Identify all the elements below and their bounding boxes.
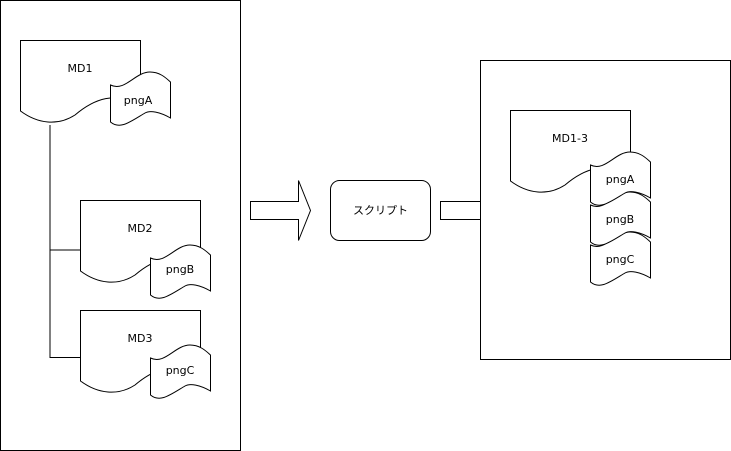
attachment-label: pngB [166,263,194,276]
attachment-label: pngA [124,94,153,107]
output-attachment-pnga: pngA [590,151,651,206]
document-label: MD1-3 [552,132,588,145]
document-md1-3: MD1-3 [510,110,631,193]
process-shape [330,180,431,241]
attachment-label: pngB [606,213,634,226]
document-label: MD1 [68,62,93,75]
attachment-shape [150,344,211,399]
attachment-label: pngA [606,173,635,186]
attachment-label: pngC [606,253,635,266]
attachment-pngc: pngC [150,344,211,399]
arrow-right-icon [250,180,312,241]
document-md3: MD3 pngC [80,310,211,399]
attachment-pnga: pngA [110,71,171,126]
document-label: MD2 [128,222,153,235]
attachment-label: pngC [166,364,195,377]
document-md1: MD1 pngA [20,40,171,126]
attachment-pngb: pngB [150,244,211,299]
document-label: MD3 [128,332,153,345]
output-attachment-pngb: pngB [590,191,651,246]
process-box: スクリプト [330,180,431,241]
attachment-shape [110,71,171,126]
document-md2: MD2 pngB [80,200,211,299]
attachment-shape [150,244,211,299]
attachment-shape [590,151,651,206]
process-label: スクリプト [353,204,408,217]
